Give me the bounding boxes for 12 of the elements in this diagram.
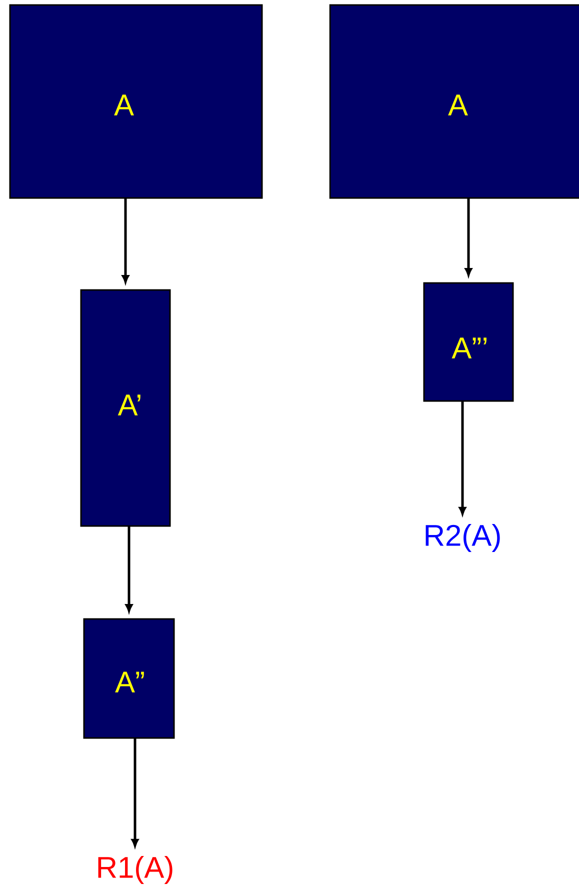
arrow	[131, 738, 139, 847]
process-box: A	[329, 4, 579, 199]
process-box: A	[9, 4, 263, 199]
arrow	[464, 198, 472, 276]
arrow	[125, 526, 133, 612]
arrow	[122, 198, 130, 283]
result-label: R1(A)	[98, 856, 172, 884]
result-label: R2(A)	[426, 524, 500, 552]
process-box: A”’	[423, 282, 514, 402]
process-box: A’	[80, 289, 171, 527]
arrow	[458, 402, 466, 515]
process-box: A”	[83, 618, 175, 739]
